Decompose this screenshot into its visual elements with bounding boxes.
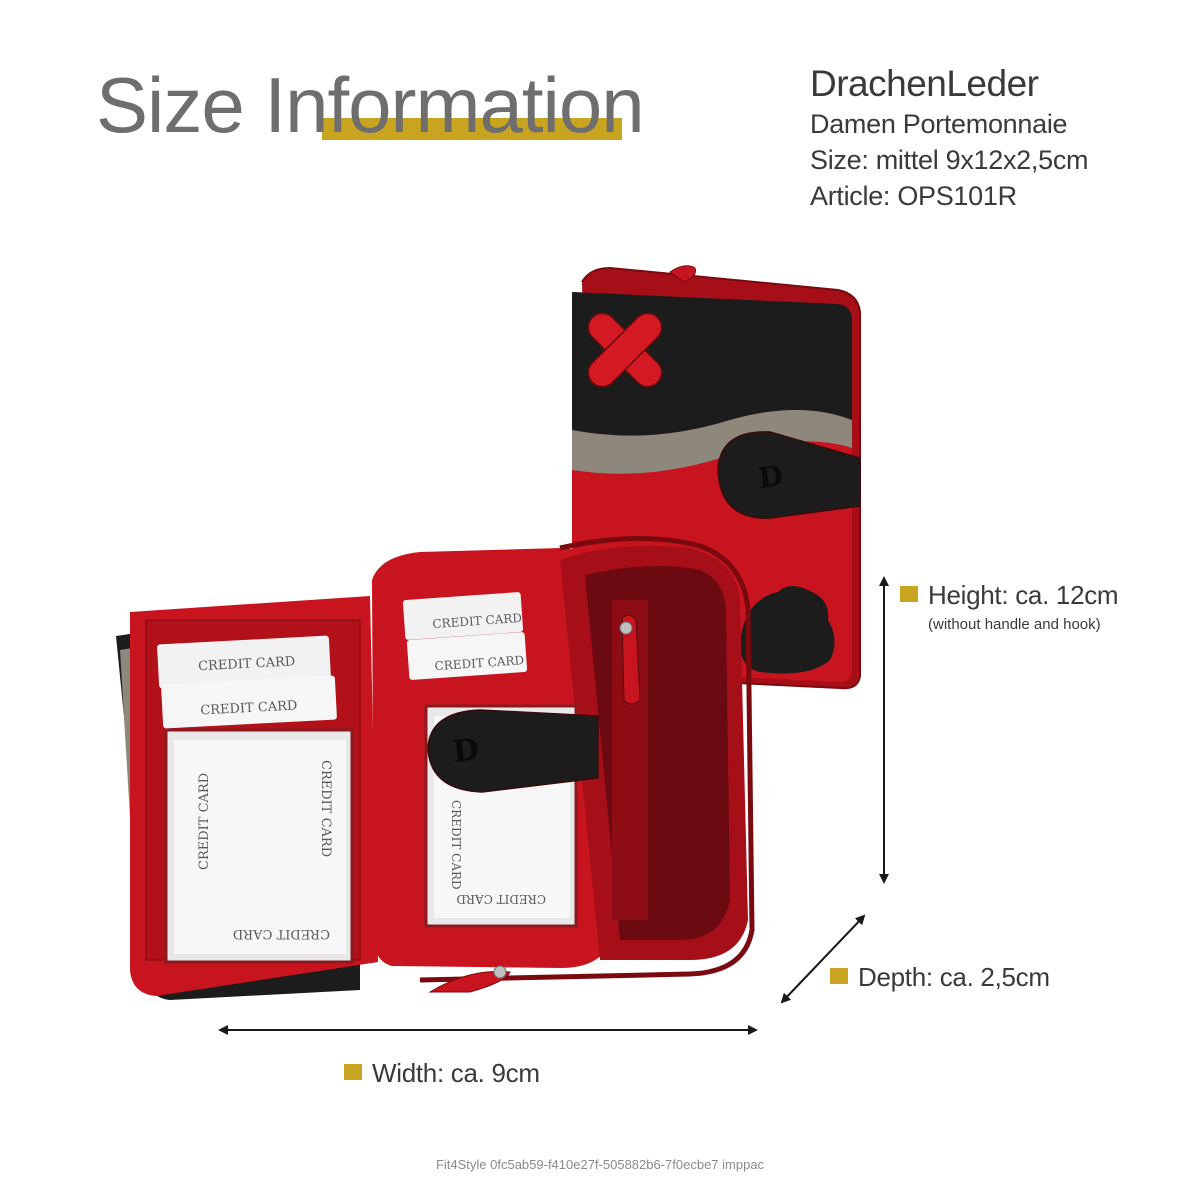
svg-text:D: D [451, 732, 481, 770]
height-text: Height: ca. 12cm [928, 580, 1119, 610]
page-title: Size Information [96, 61, 645, 149]
product-type: Damen Portemonnaie [810, 109, 1068, 139]
bullet-square-icon [830, 968, 848, 984]
card-slots-left: CREDIT CARD CREDIT CARD CREDIT CARD CRED… [157, 635, 354, 964]
depth-label: Depth: ca. 2,5cm [830, 962, 1050, 992]
height-note: (without handle and hook) [928, 616, 1101, 633]
depth-text: Depth: ca. 2,5cm [858, 962, 1050, 992]
card-label: CREDIT CARD [449, 800, 463, 890]
title-block: Size Information [96, 62, 656, 152]
card-label: CREDIT CARD [434, 653, 524, 673]
card-label: CREDIT CARD [233, 926, 330, 941]
card-label: CREDIT CARD [200, 698, 298, 718]
product-info: DrachenLeder Damen Portemonnaie Size: mi… [810, 62, 1089, 214]
brand-name: DrachenLeder [810, 63, 1039, 104]
card-label: CREDIT CARD [198, 654, 296, 674]
wallet-product-image: D CREDIT CARD CREDIT CARD [116, 265, 861, 1000]
card-label: CREDIT CARD [318, 760, 333, 857]
open-wallet: CREDIT CARD CREDIT CARD CREDIT CARD CRED… [116, 536, 755, 1000]
footer-watermark: Fit4Style 0fc5ab59-f410e27f-505882b6-7f0… [435, 1157, 765, 1172]
height-label: Height: ca. 12cm [900, 580, 1119, 610]
title-accent-bar [322, 118, 622, 140]
product-article: Article: OPS101R [810, 181, 1017, 211]
svg-text:D: D [756, 459, 785, 495]
width-label: Width: ca. 9cm [344, 1058, 540, 1088]
bullet-square-icon [344, 1064, 362, 1080]
bullet-square-icon [900, 586, 918, 602]
product-size: Size: mittel 9x12x2,5cm [810, 145, 1089, 175]
card-label: CREDIT CARD [456, 892, 546, 906]
card-label: CREDIT CARD [432, 611, 522, 631]
width-text: Width: ca. 9cm [372, 1058, 540, 1088]
card-label: CREDIT CARD [197, 773, 212, 870]
